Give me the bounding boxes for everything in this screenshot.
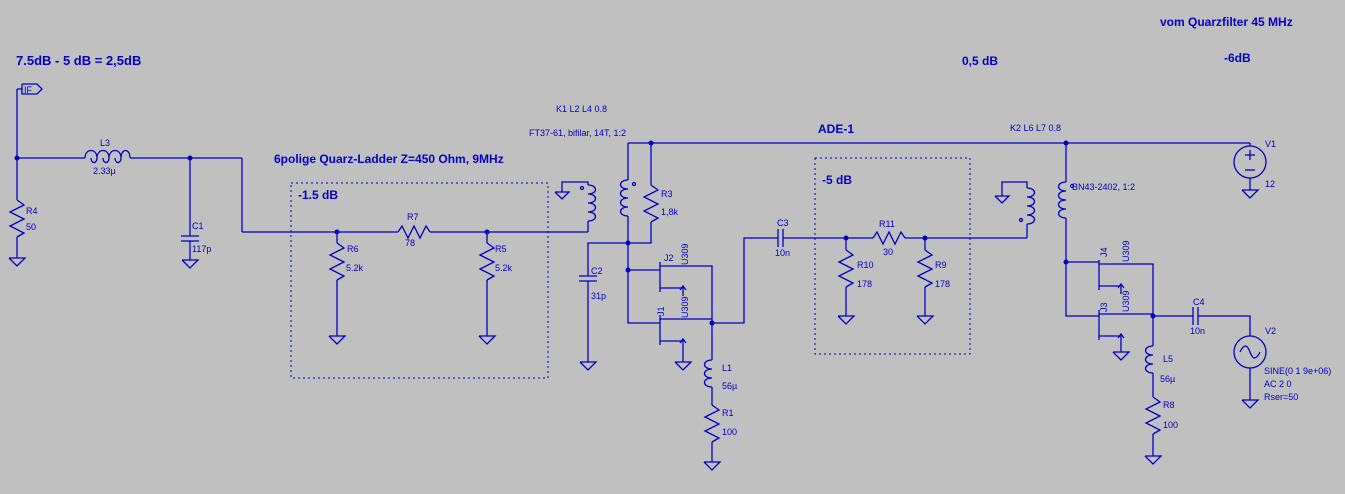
k1-directive: K1 L2 L4 0.8 xyxy=(556,104,607,114)
svg-text:J2: J2 xyxy=(664,253,674,263)
resistor-r5[interactable]: R5 5.2k xyxy=(478,232,513,345)
wire-input xyxy=(14,155,588,235)
svg-text:R1: R1 xyxy=(722,408,734,418)
svg-text:5.2k: 5.2k xyxy=(346,263,364,273)
svg-text:50: 50 xyxy=(26,222,36,232)
resistor-r10[interactable]: R10 178 xyxy=(837,238,874,325)
svg-text:10n: 10n xyxy=(1190,326,1205,336)
if-port[interactable]: IF xyxy=(16,83,43,158)
svg-text:178: 178 xyxy=(857,279,872,289)
quartz-ladder-box xyxy=(290,182,549,379)
svg-text:56µ: 56µ xyxy=(1160,374,1175,384)
svg-text:C3: C3 xyxy=(777,218,789,228)
svg-text:L5: L5 xyxy=(1163,354,1173,364)
svg-text:5.2k: 5.2k xyxy=(495,263,513,273)
svg-text:100: 100 xyxy=(722,427,737,437)
svg-text:L1: L1 xyxy=(722,363,732,373)
voltage-source-v2[interactable]: V2 SINE(0 1 9e+06) AC 2 0 Rser=50 xyxy=(1233,326,1331,409)
svg-text:IF: IF xyxy=(24,85,33,95)
resistor-r8[interactable]: R8 100 xyxy=(1144,396,1178,465)
resistor-r6[interactable]: R6 5.2k xyxy=(328,232,364,345)
wire-jfet-output xyxy=(709,237,778,360)
svg-text:R4: R4 xyxy=(26,206,38,216)
k2-directive: K2 L6 L7 0.8 xyxy=(1010,123,1061,133)
svg-text:2.33µ: 2.33µ xyxy=(93,166,116,176)
transformer-l7[interactable] xyxy=(1057,143,1075,262)
svg-text:R10: R10 xyxy=(857,260,874,270)
svg-text:R3: R3 xyxy=(661,189,673,199)
ladder-loss: -1.5 dB xyxy=(298,188,338,202)
capacitor-c4[interactable]: C4 10n xyxy=(1190,297,1251,336)
svg-text:1,8k: 1,8k xyxy=(661,207,679,217)
resistor-r9[interactable]: R9 178 xyxy=(916,238,950,325)
svg-text:12: 12 xyxy=(1265,179,1275,189)
svg-text:10n: 10n xyxy=(775,248,790,258)
svg-text:U309: U309 xyxy=(1121,240,1131,262)
resistor-r3[interactable]: R3 1,8k xyxy=(587,143,679,276)
svg-text:V1: V1 xyxy=(1265,139,1276,149)
ladder-title: 6polige Quarz-Ladder Z=450 Ohm, 9MHz xyxy=(274,152,504,166)
svg-text:R11: R11 xyxy=(879,219,895,229)
svg-text:100: 100 xyxy=(1163,420,1178,430)
transformer-l6[interactable] xyxy=(994,181,1036,238)
svg-text:L3: L3 xyxy=(100,138,110,148)
jfet-j2[interactable]: J2 U309 xyxy=(625,243,713,323)
svg-text:SINE(0 1 9e+06): SINE(0 1 9e+06) xyxy=(1264,366,1331,376)
svg-text:R6: R6 xyxy=(347,244,359,254)
capacitor-c1[interactable]: C1 117p xyxy=(181,158,211,269)
svg-text:56µ: 56µ xyxy=(722,381,737,391)
wire-right-output xyxy=(1150,313,1193,346)
svg-text:J3: J3 xyxy=(1099,302,1109,312)
svg-text:R5: R5 xyxy=(495,244,507,254)
capacitor-c2[interactable]: C2 31p xyxy=(579,266,606,371)
svg-text:C1: C1 xyxy=(192,221,204,231)
jfet-j4[interactable]: J4 U309 xyxy=(1063,240,1154,316)
svg-text:117p: 117p xyxy=(192,244,211,254)
svg-text:30: 30 xyxy=(883,247,893,257)
svg-text:31p: 31p xyxy=(591,291,606,301)
resistor-r11[interactable]: R11 30 xyxy=(872,219,1027,257)
resistor-r1[interactable]: R1 100 xyxy=(703,404,737,471)
jfet-j1[interactable]: J1 U309 xyxy=(627,270,712,371)
bn43-note: BN43-2402, 1:2 xyxy=(1072,182,1135,192)
svg-text:R9: R9 xyxy=(935,260,947,270)
svg-text:J4: J4 xyxy=(1099,247,1109,257)
transformer-l4[interactable] xyxy=(619,179,637,243)
atten-loss: -5 dB xyxy=(822,173,852,187)
inductor-l1[interactable]: L1 56µ xyxy=(703,359,738,405)
svg-text:C4: C4 xyxy=(1193,297,1205,307)
ft37-note: FT37-61, bifilar, 14T, 1:2 xyxy=(529,128,626,138)
svg-text:J1: J1 xyxy=(656,306,666,316)
capacitor-c3[interactable]: C3 10n xyxy=(775,218,873,258)
mid-db-annotation: 0,5 dB xyxy=(962,54,998,68)
svg-text:U309: U309 xyxy=(680,243,690,265)
transformer-l2[interactable] xyxy=(554,181,597,232)
svg-text:U309: U309 xyxy=(680,296,690,318)
svg-text:Rser=50: Rser=50 xyxy=(1264,392,1298,402)
voltage-source-v1[interactable]: V1 12 xyxy=(1233,139,1276,199)
svg-text:R7: R7 xyxy=(407,212,419,222)
svg-text:178: 178 xyxy=(935,279,950,289)
inductor-l5[interactable]: L5 56µ xyxy=(1144,345,1176,397)
jfet-j3[interactable]: J3 U309 xyxy=(1065,262,1153,361)
svg-text:R8: R8 xyxy=(1163,400,1175,410)
svg-text:U309: U309 xyxy=(1121,290,1131,312)
svg-text:AC 2 0: AC 2 0 xyxy=(1264,379,1292,389)
gain-annotation: 7.5dB - 5 dB = 2,5dB xyxy=(16,53,141,68)
inductor-l3[interactable]: L3 2.33µ xyxy=(84,138,131,176)
svg-text:C2: C2 xyxy=(591,266,603,276)
svg-text:78: 78 xyxy=(405,238,415,248)
svg-text:V2: V2 xyxy=(1265,326,1276,336)
wire-top-rail xyxy=(627,140,1250,180)
mixer-label: ADE-1 xyxy=(818,122,854,136)
right-db-annotation: -6dB xyxy=(1224,51,1251,65)
resistor-r4[interactable]: R4 50 xyxy=(8,158,38,267)
quarzfilter-annotation: vom Quarzfilter 45 MHz xyxy=(1160,15,1293,29)
resistor-r7[interactable]: R7 78 xyxy=(397,212,431,248)
